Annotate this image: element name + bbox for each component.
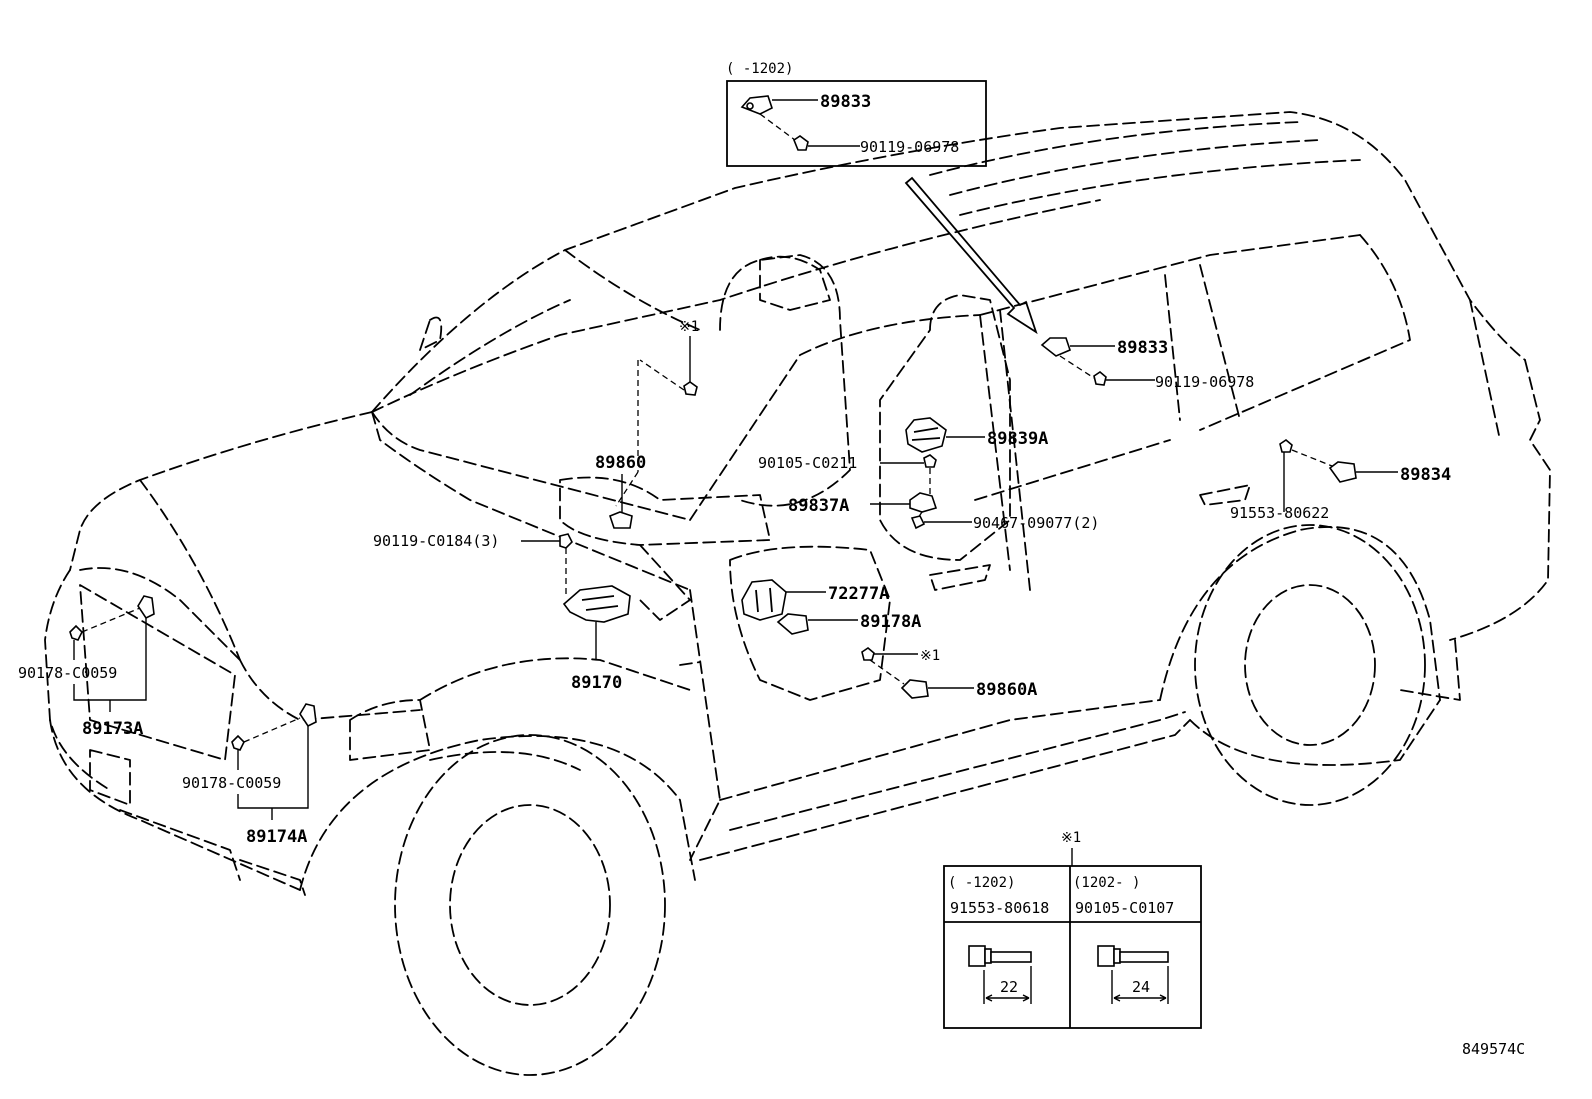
callout-89837A: 89837A 90467-09077(2) bbox=[788, 492, 1099, 532]
label-90467-09077: 90467-09077(2) bbox=[973, 514, 1099, 532]
callout-89833: 89833 90119-06978 bbox=[1040, 337, 1254, 391]
bolt-90178-a-part bbox=[69, 624, 83, 641]
callout-note1-mid: ※1 bbox=[861, 647, 940, 685]
inset-range-label: ( -1202) bbox=[726, 61, 793, 77]
sensor-89174A-part bbox=[299, 703, 317, 728]
callout-note1-top: ※1 bbox=[615, 319, 699, 507]
callout-89860A: 89860A bbox=[900, 679, 1037, 700]
label-89837A: 89837A bbox=[788, 496, 849, 516]
callout-89174A: 90178-C0059 89174A bbox=[182, 703, 317, 847]
sensor-89837A-part bbox=[909, 492, 938, 513]
callout-89860: 89860 bbox=[595, 453, 646, 529]
label-90105-C0211: 90105-C0211 bbox=[758, 454, 857, 472]
bolt-table-col2-part: 90105-C0107 bbox=[1075, 899, 1174, 917]
bolt-90119-C0184-part bbox=[559, 533, 573, 549]
bolt-part bbox=[1093, 371, 1107, 386]
label-89173A: 89173A bbox=[82, 719, 143, 739]
label-90178-C0059-b: 90178-C0059 bbox=[182, 774, 281, 792]
label-89174A: 89174A bbox=[246, 827, 307, 847]
nut-clip-part bbox=[910, 515, 926, 530]
sensor-89173A-part bbox=[137, 595, 155, 620]
note-1-top-label: ※1 bbox=[679, 319, 699, 335]
label-89839A: 89839A bbox=[987, 429, 1048, 449]
inset-arrow bbox=[904, 176, 1038, 335]
label-91553-80622: 91553-80622 bbox=[1230, 504, 1329, 522]
bolt-table-col1-length: 22 bbox=[1000, 978, 1018, 996]
bolt-22-icon: 22 bbox=[968, 945, 1032, 1004]
side-airbag-sensor-part bbox=[1040, 337, 1071, 357]
label-90119-06978: 90119-06978 bbox=[1155, 373, 1254, 391]
label-89833: 89833 bbox=[1117, 338, 1168, 358]
sensor-89839A-part bbox=[905, 417, 947, 453]
callout-89839A: 89839A bbox=[905, 417, 1048, 453]
diagram-code: 849574C bbox=[1462, 1040, 1525, 1058]
label-90119-06978-inset: 90119-06978 bbox=[860, 138, 959, 156]
bolt-part-inset bbox=[793, 135, 809, 151]
label-90178-C0059-a: 90178-C0059 bbox=[18, 664, 117, 682]
label-89834: 89834 bbox=[1400, 465, 1451, 485]
label-90119-C0184: 90119-C0184(3) bbox=[373, 532, 499, 550]
bolt-note1-mid-part bbox=[861, 647, 875, 661]
vehicle-outline bbox=[44, 111, 1551, 1076]
callout-89170: 89170 bbox=[562, 585, 631, 693]
sensor-89834-part bbox=[1328, 461, 1357, 483]
bolt-table-col2-length: 24 bbox=[1132, 978, 1150, 996]
label-89178A: 89178A bbox=[860, 612, 921, 632]
label-89860A: 89860A bbox=[976, 680, 1037, 700]
bolt-table-note: ※1 bbox=[1061, 830, 1081, 846]
label-89833-inset: 89833 bbox=[820, 92, 871, 112]
bolt-91553-part bbox=[1279, 439, 1293, 453]
callout-90105-C0211: 90105-C0211 bbox=[758, 454, 937, 494]
bolt-note1-part bbox=[683, 381, 698, 396]
bolt-90178-b-part bbox=[231, 734, 245, 751]
bracket-72277A-part bbox=[741, 579, 787, 621]
airbag-ecu-part bbox=[562, 585, 631, 623]
bolt-table: ※1 ( -1202) (1202- ) 91553-80618 90105-C… bbox=[943, 830, 1202, 1029]
label-89170: 89170 bbox=[571, 673, 622, 693]
note-1-mid-label: ※1 bbox=[920, 648, 940, 664]
bolt-24-icon: 24 bbox=[1097, 945, 1169, 1004]
label-72277A: 72277A bbox=[828, 584, 889, 604]
sensor-89860-part bbox=[609, 511, 633, 529]
bolt-table-col2-range: (1202- ) bbox=[1073, 875, 1140, 891]
callout-89173A: 90178-C0059 89173A bbox=[18, 595, 155, 739]
label-89860: 89860 bbox=[595, 453, 646, 473]
inset-box-top: ( -1202) 89833 90119-06978 bbox=[726, 61, 987, 167]
callout-89834: 89834 91553-80622 bbox=[1230, 439, 1451, 522]
bolt-table-col1-range: ( -1202) bbox=[948, 875, 1015, 891]
sensor-89178A-part bbox=[776, 613, 809, 635]
bolt-table-col1-part: 91553-80618 bbox=[950, 899, 1049, 917]
sensor-89860A-part bbox=[900, 679, 929, 699]
callout-90119-C0184: 90119-C0184(3) bbox=[373, 532, 573, 594]
callout-89178A: 89178A bbox=[776, 612, 921, 635]
callout-72277A: 72277A bbox=[741, 579, 889, 621]
bolt-90105-part bbox=[923, 454, 937, 468]
